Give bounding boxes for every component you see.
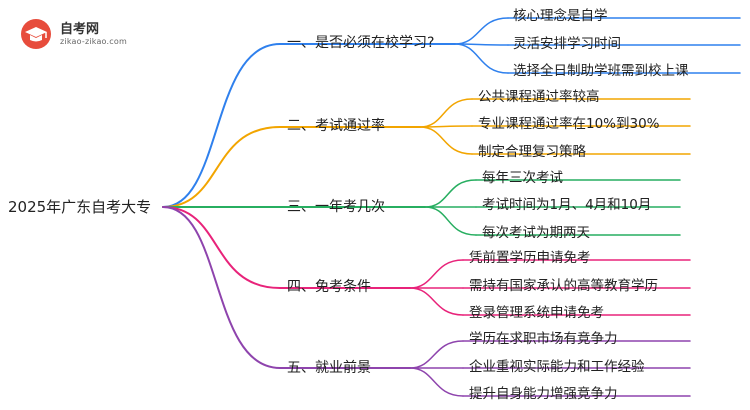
branch-3-leaf-1: 每年三次考试 — [482, 170, 563, 186]
branch-4-leaf-2: 需持有国家承认的高等教育学历 — [469, 278, 658, 294]
branch-5-connector — [162, 206, 281, 369]
logo-title: 自考网 — [60, 22, 100, 37]
branch-2-leaf-2: 专业课程通过率在10%到30% — [478, 116, 660, 132]
branch-3-leaf-3-connector — [424, 206, 477, 236]
branch-1-leaf-3: 选择全日制助学班需到校上课 — [513, 63, 689, 79]
branch-5-label: 五、就业前景 — [287, 360, 371, 376]
branch-5-leaf-3-connector — [409, 367, 464, 397]
logo-url: zikao-zikao.com — [60, 37, 127, 46]
branch-2-leaf-1: 公共课程通过率较高 — [478, 89, 600, 105]
branch-2-label: 二、考试通过率 — [287, 118, 385, 134]
branch-2-leaf-3-connector — [419, 126, 473, 155]
branch-4-leaf-3-connector — [409, 287, 464, 316]
branch-3-leaf-1-connector — [424, 179, 477, 208]
branch-5-leaf-1-connector — [409, 340, 464, 369]
branch-5-leaf-2: 企业重视实际能力和工作经验 — [469, 359, 645, 375]
branch-1-label: 一、是否必须在校学习? — [287, 35, 435, 51]
branch-4-label: 四、免考条件 — [287, 279, 371, 295]
branch-4-leaf-1: 凭前置学历申请免考 — [469, 250, 591, 266]
branch-2-leaf-3: 制定合理复习策略 — [478, 144, 586, 160]
branch-1-leaf-2: 灵活安排学习时间 — [513, 36, 621, 52]
branch-4-connector — [162, 206, 281, 289]
branch-4-leaf-3: 登录管理系统申请免考 — [469, 305, 604, 321]
branch-1-leaf-3-connector — [454, 43, 509, 74]
graduation-cap-icon — [21, 19, 51, 49]
root-topic: 2025年广东自考大专 — [8, 198, 152, 216]
site-logo: 自考网 zikao-zikao.com — [20, 16, 140, 52]
branch-4-leaf-1-connector — [409, 259, 464, 289]
branch-2-connector — [162, 126, 281, 208]
branch-1-leaf-1: 核心理念是自学 — [513, 8, 608, 24]
branch-3-leaf-3: 每次考试为期两天 — [482, 225, 590, 241]
branch-3-leaf-2: 考试时间为1月、4月和10月 — [482, 197, 652, 213]
branch-3-label: 三、一年考几次 — [287, 199, 385, 215]
branch-1-leaf-1-connector — [454, 17, 509, 45]
branch-2-leaf-1-connector — [419, 98, 473, 128]
branch-1-connector — [162, 43, 281, 208]
branch-5-leaf-1: 学历在求职市场有竞争力 — [469, 331, 618, 347]
branch-5-leaf-3: 提升自身能力增强竞争力 — [469, 386, 618, 402]
